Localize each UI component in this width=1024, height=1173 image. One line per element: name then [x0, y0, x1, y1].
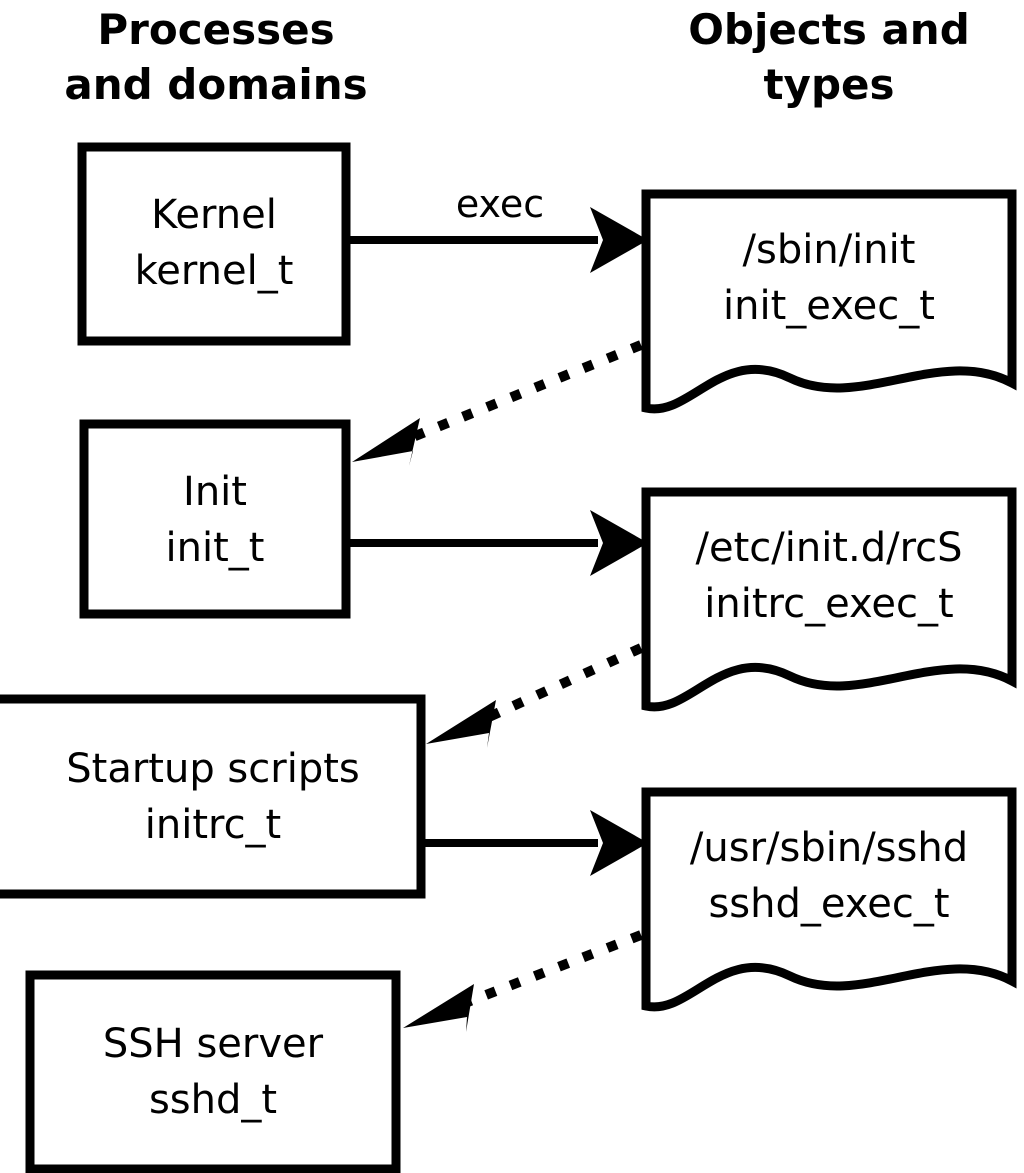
edge-init-initrc-exec [350, 510, 648, 576]
node-label-line2: initrc_t [145, 802, 282, 848]
edge-kernel-exec-init-exec: exec [350, 182, 648, 273]
process-node-initrc[interactable]: Startup scripts initrc_t [0, 694, 426, 899]
arrow-head-icon [403, 984, 474, 1032]
node-rect [77, 142, 351, 346]
arrow-head-icon [590, 207, 648, 273]
edge-initrc-exec-to-initrc [426, 643, 644, 748]
node-label-line1: /sbin/init [743, 227, 916, 273]
node-rect [79, 419, 351, 619]
document-shape [641, 487, 1017, 712]
node-label-line2: initrc_exec_t [704, 581, 953, 627]
edge-label-exec: exec [456, 182, 544, 226]
object-node-sshd-exec[interactable]: /usr/sbin/sshd sshd_exec_t [641, 787, 1017, 1012]
node-rect [0, 694, 426, 899]
node-rect [25, 970, 401, 1173]
arrow-head-icon [352, 418, 420, 466]
document-shape [641, 189, 1017, 414]
objects-header-line1: Objects and [688, 5, 970, 54]
processes-header-line2: and domains [64, 60, 367, 109]
node-label-line2: sshd_exec_t [708, 881, 949, 927]
object-node-init-exec[interactable]: /sbin/init init_exec_t [641, 189, 1017, 414]
node-label-line1: Kernel [151, 192, 277, 238]
edge-initrc-sshd-exec [425, 810, 648, 876]
arrow-head-icon [590, 510, 648, 576]
node-label-line1: /etc/init.d/rcS [695, 525, 962, 571]
edge-sshd-exec-to-sshd [403, 930, 643, 1032]
object-node-initrc-exec[interactable]: /etc/init.d/rcS initrc_exec_t [641, 487, 1017, 712]
process-node-init[interactable]: Init init_t [79, 419, 351, 619]
node-label-line1: SSH server [103, 1021, 324, 1067]
edge-line [458, 930, 643, 1010]
node-label-line1: /usr/sbin/sshd [690, 825, 968, 871]
process-node-sshd[interactable]: SSH server sshd_t [25, 970, 401, 1173]
node-label-line2: init_t [166, 525, 265, 571]
arrow-head-icon [426, 700, 496, 748]
node-label-line1: Startup scripts [66, 746, 359, 792]
node-label-line2: sshd_t [149, 1077, 277, 1123]
process-node-kernel[interactable]: Kernel kernel_t [77, 142, 351, 346]
node-label-line1: Init [183, 469, 247, 515]
objects-header-line2: types [763, 60, 894, 109]
edge-init-exec-to-init [352, 340, 643, 466]
column-header-objects: Objects and types [688, 5, 970, 109]
processes-header-line1: Processes [97, 5, 334, 54]
arrow-head-icon [590, 810, 648, 876]
document-shape [641, 787, 1017, 1012]
edge-line [475, 643, 644, 727]
column-header-processes: Processes and domains [64, 5, 367, 109]
edge-line [396, 340, 643, 448]
node-label-line2: init_exec_t [723, 283, 935, 329]
node-label-line2: kernel_t [135, 248, 294, 294]
